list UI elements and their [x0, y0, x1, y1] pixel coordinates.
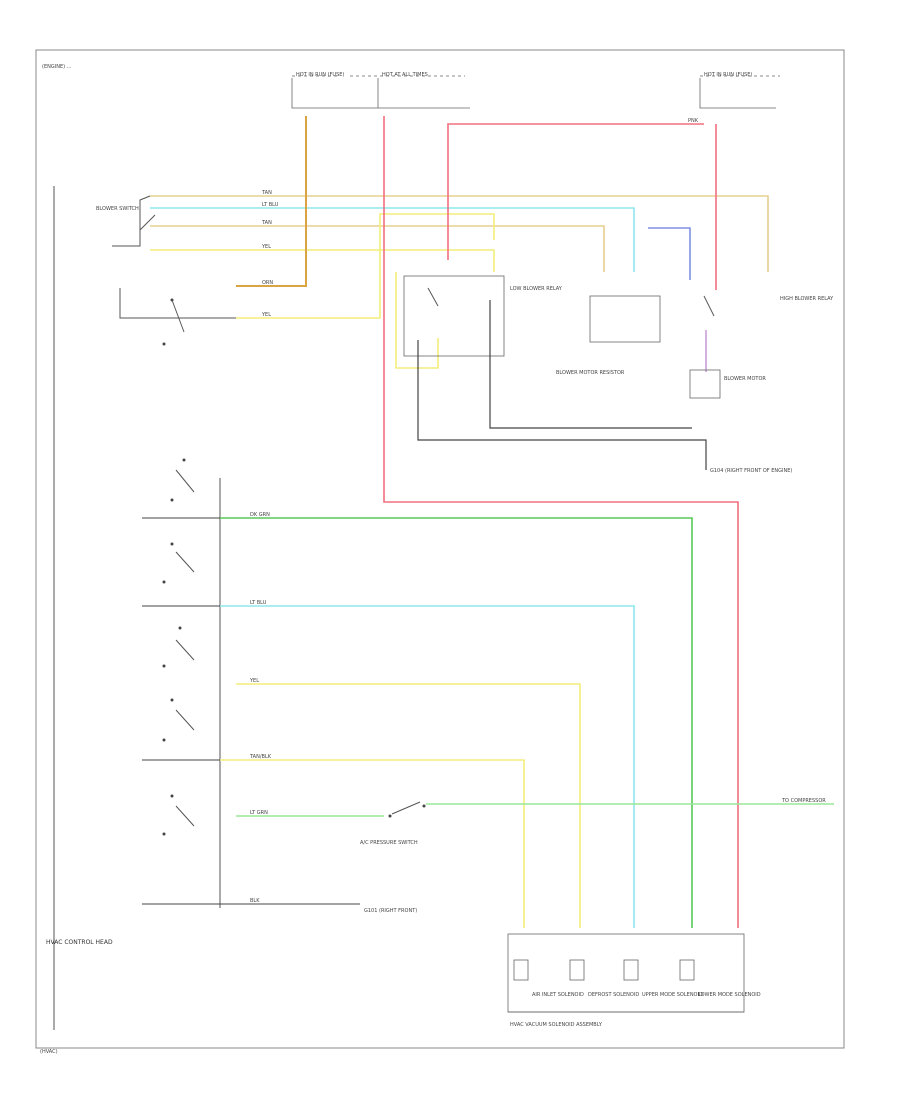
- blower-motor-label: BLOWER MOTOR: [724, 376, 766, 382]
- hvac-control-head-label: HVAC CONTROL HEAD: [46, 939, 113, 946]
- svg-text:TAN/BLK: TAN/BLK: [249, 754, 272, 760]
- blower-switch-label: BLOWER SWITCH: [96, 206, 139, 212]
- svg-text:TAN: TAN: [261, 190, 272, 196]
- blower-motor: BLOWER MOTOR: [689, 369, 766, 399]
- to-compressor-label: TO COMPRESSOR: [781, 798, 826, 804]
- ground-bottom-label: G101 (RIGHT FRONT): [364, 908, 417, 914]
- ground-right-label: G104 (RIGHT FRONT OF ENGINE): [710, 468, 792, 474]
- mode-switch-2: [162, 542, 195, 584]
- vacuum-solenoid-assembly: HVAC VACUUM SOLENOID ASSEMBLY AIR INLET …: [507, 933, 761, 1028]
- svg-text:LT BLU: LT BLU: [262, 202, 279, 208]
- svg-text:LT BLU: LT BLU: [250, 600, 267, 606]
- svg-text:DK GRN: DK GRN: [250, 512, 270, 518]
- wire-tan-black: TAN/BLK: [142, 754, 525, 928]
- high-blower-relay-label: HIGH BLOWER RELAY: [780, 296, 834, 302]
- solenoid-2: DEFROST SOLENOID: [569, 959, 639, 998]
- svg-text:YEL: YEL: [249, 678, 259, 684]
- fuse-right-label: HOT IN RUN (FUSE): [704, 72, 752, 78]
- fuse-mid-label: HOT AT ALL TIMES: [382, 72, 428, 78]
- corner-label-bottom: (HVAC): [40, 1049, 58, 1055]
- diagram-frame: [35, 49, 845, 1049]
- wire-ltblue-mid: LT BLU: [142, 600, 635, 928]
- svg-text:UPPER MODE SOLENOID: UPPER MODE SOLENOID: [642, 992, 703, 998]
- svg-text:AIR INLET SOLENOID: AIR INLET SOLENOID: [532, 992, 584, 998]
- svg-text:PNK: PNK: [688, 118, 699, 124]
- wire-black-bottom: BLK G101 (RIGHT FRONT): [142, 898, 417, 914]
- solenoid-1: AIR INLET SOLENOID: [513, 959, 584, 998]
- wire-black-ground: G104 (RIGHT FRONT OF ENGINE): [417, 300, 792, 474]
- wire-tan-top: TAN: [150, 220, 605, 272]
- svg-text:LT GRN: LT GRN: [250, 810, 268, 816]
- mode-switch-3: [162, 626, 195, 668]
- wire-pink: PNK: [383, 116, 739, 928]
- solenoid-4: LOWER MODE SOLENOID: [679, 959, 761, 998]
- fuse-block-mid: HOT AT ALL TIMES: [350, 72, 470, 109]
- fuse-block-left: HOT IN RUN (FUSE): [291, 72, 378, 109]
- svg-text:LOWER MODE SOLENOID: LOWER MODE SOLENOID: [698, 992, 761, 998]
- resistor-label: BLOWER MOTOR RESISTOR: [556, 370, 625, 376]
- control-switch-1: [119, 288, 236, 346]
- solenoid-assembly-label: HVAC VACUUM SOLENOID ASSEMBLY: [510, 1022, 603, 1028]
- fuse-block-right: HOT IN RUN (FUSE): [699, 72, 780, 109]
- low-blower-relay: LOW BLOWER RELAY: [403, 275, 563, 357]
- svg-text:DEFROST SOLENOID: DEFROST SOLENOID: [588, 992, 639, 998]
- high-blower-relay: HIGH BLOWER RELAY: [703, 295, 834, 372]
- svg-text:TAN: TAN: [261, 220, 272, 226]
- low-blower-relay-label: LOW BLOWER RELAY: [510, 286, 563, 292]
- pressure-switch-label: A/C PRESSURE SWITCH: [360, 840, 418, 846]
- mode-switch-1: [170, 458, 195, 502]
- ac-pressure-switch: A/C PRESSURE SWITCH: [360, 801, 426, 846]
- mode-switch-4: [162, 698, 195, 742]
- wire-yellow-top: YEL: [150, 244, 495, 272]
- wire-ltblue-top: LT BLU: [150, 202, 635, 272]
- svg-text:YEL: YEL: [261, 312, 271, 318]
- wire-orange-fuse: ORN: [236, 116, 307, 287]
- solenoid-3: UPPER MODE SOLENOID: [623, 959, 703, 998]
- mode-switch-5: [162, 794, 195, 836]
- corner-label-top: (ENGINE) ...: [42, 64, 72, 70]
- wire-lt-green: LT GRN TO COMPRESSOR: [236, 798, 834, 817]
- wire-dk-green: DK GRN: [142, 512, 693, 928]
- wire-yellow-relay-loop: YEL: [236, 213, 495, 369]
- svg-text:YEL: YEL: [261, 244, 271, 250]
- wire-yellow-mid: YEL: [236, 678, 581, 928]
- wire-orange-top: TAN: [150, 190, 769, 272]
- svg-text:ORN: ORN: [262, 280, 273, 286]
- blower-switch: BLOWER SWITCH: [96, 195, 156, 247]
- blower-motor-resistor: BLOWER MOTOR RESISTOR: [556, 227, 691, 376]
- fuse-left-label: HOT IN RUN (FUSE): [296, 72, 344, 78]
- svg-text:BLK: BLK: [250, 898, 260, 904]
